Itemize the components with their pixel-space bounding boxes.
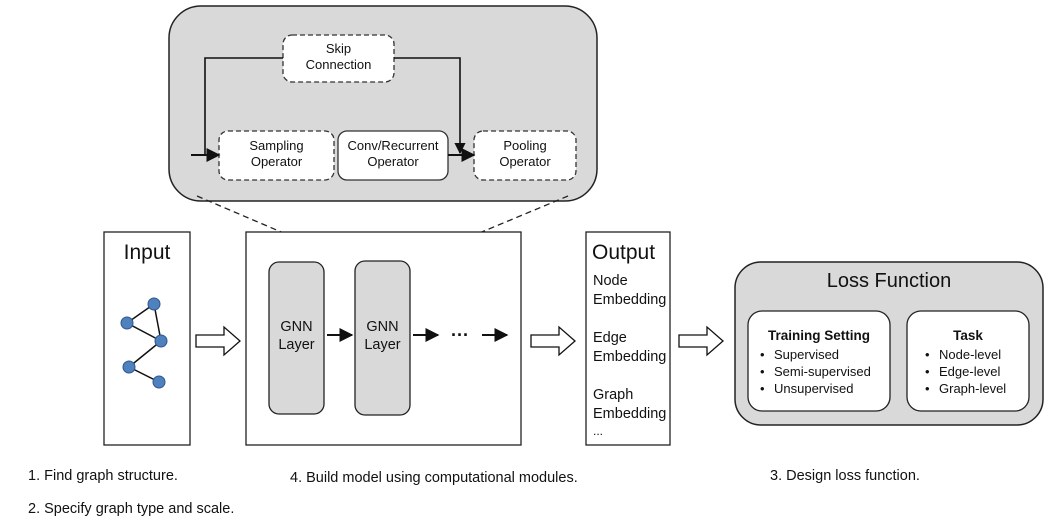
output-item-more: ... (593, 424, 604, 438)
gnn-layer-2 (354, 260, 411, 416)
skip-path-right (394, 57, 466, 155)
task-item: Edge-level (925, 363, 1029, 380)
step-2-caption: 2. Specify graph type and scale. (28, 501, 235, 517)
training-item: Supervised (760, 346, 890, 363)
task-title: Task (953, 328, 983, 343)
training-setting-title: Training Setting (767, 328, 870, 343)
task-content: Task Node-level Edge-level Graph-level (907, 328, 1029, 397)
output-item-edge: Edge (593, 330, 627, 346)
output-item-node: Node (593, 273, 628, 289)
hollow-arrow-2 (530, 325, 576, 357)
output-title: Output (592, 241, 656, 264)
step-3-caption: 3. Design loss function. (770, 468, 920, 484)
input-box (103, 231, 191, 446)
output-item-node-embedding: Embedding (593, 292, 667, 308)
training-item: Unsupervised (760, 380, 890, 397)
output-list: Node Embedding Edge Embedding Graph Embe… (593, 272, 666, 438)
hollow-arrow-3 (678, 325, 724, 357)
task-item: Node-level (925, 346, 1029, 363)
step-4-caption: 4. Build model using computational modul… (290, 470, 578, 486)
hollow-arrow-1 (195, 325, 241, 357)
step-1-caption: 1. Find graph structure. (28, 468, 178, 484)
output-item-graph: Graph (593, 387, 634, 403)
task-item: Graph-level (925, 380, 1029, 397)
ellipsis: ··· (451, 325, 469, 345)
gnn-layer-1 (268, 261, 325, 415)
graph-icon (120, 297, 168, 389)
loss-function-title: Loss Function (826, 270, 952, 292)
skip-path-left (204, 57, 283, 154)
output-item-edge-embedding: Embedding (593, 349, 667, 365)
training-setting-content: Training Setting Supervised Semi-supervi… (748, 328, 890, 397)
output-item-graph-embedding: Embedding (593, 406, 667, 422)
output-box (585, 231, 671, 446)
training-item: Semi-supervised (760, 363, 890, 380)
input-title: Input (123, 241, 171, 264)
